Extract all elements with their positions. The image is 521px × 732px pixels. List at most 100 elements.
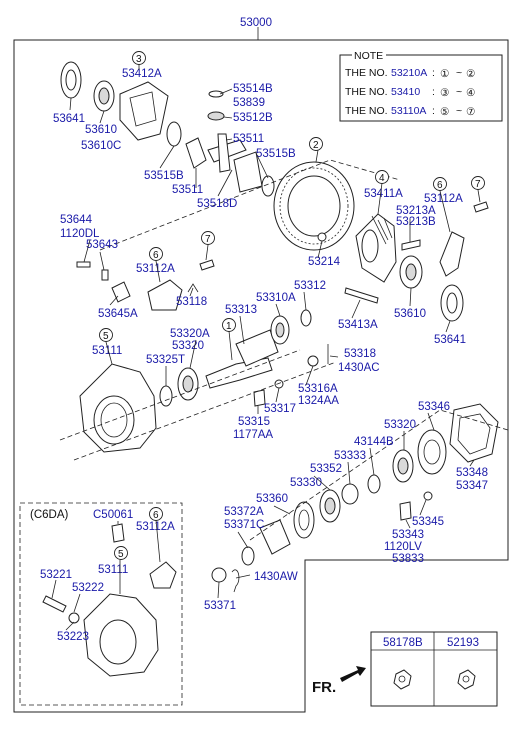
washer-53312 <box>300 309 312 327</box>
svg-text:THE NO.: THE NO. <box>345 86 388 98</box>
washer-53345 <box>423 491 433 501</box>
svg-text:7: 7 <box>475 179 481 190</box>
label-53511-a[interactable]: 53511 <box>233 133 264 145</box>
table-header-52193[interactable]: 52193 <box>447 637 479 649</box>
washer-53371c <box>241 546 255 566</box>
callout-4: 4 <box>375 170 389 184</box>
assembly-line-1 <box>59 349 337 461</box>
bearing-cap-right <box>439 231 465 277</box>
label-53512b[interactable]: 53512B <box>233 112 273 124</box>
svg-text:②: ② <box>466 68 476 80</box>
label-53372a[interactable]: 53372A <box>224 506 264 518</box>
bearing-53320 <box>177 367 199 401</box>
label-53320-b[interactable]: 53320 <box>384 419 416 431</box>
label-53518d[interactable]: 53518D <box>197 198 237 210</box>
callout-7-mid: 7 <box>201 231 215 245</box>
label-53641-a[interactable]: 53641 <box>53 113 85 125</box>
front-indicator: FR. <box>312 666 366 696</box>
label-53112a-c6da[interactable]: 53112A <box>136 521 175 533</box>
label-1120dl[interactable]: 1120DL <box>60 228 100 240</box>
label-53317[interactable]: 53317 <box>264 403 296 415</box>
label-53371[interactable]: 53371 <box>204 600 236 612</box>
label-53412a[interactable]: 53412A <box>122 68 162 80</box>
bolt-53213b <box>401 239 421 251</box>
svg-text:⑤: ⑤ <box>440 106 450 118</box>
label-53313[interactable]: 53313 <box>225 304 257 316</box>
label-53514b[interactable]: 53514B <box>233 83 273 95</box>
label-53315[interactable]: 53315 <box>238 416 270 428</box>
table-header-58178b[interactable]: 58178B <box>383 637 423 649</box>
note-row-3-number[interactable]: 53110A <box>391 105 426 117</box>
label-53310a[interactable]: 53310A <box>256 292 296 304</box>
label-53610-a[interactable]: 53610 <box>85 124 117 136</box>
label-53610c[interactable]: 53610C <box>81 140 121 152</box>
svg-text:~: ~ <box>456 67 462 79</box>
label-53325t[interactable]: 53325T <box>146 354 185 366</box>
label-53320a[interactable]: 53320A <box>170 328 210 340</box>
label-1430aw[interactable]: 1430AW <box>254 571 298 583</box>
label-1120lv[interactable]: 1120LV <box>384 541 422 553</box>
diff-gears <box>166 90 275 197</box>
clip-53118 <box>187 283 199 293</box>
label-53214[interactable]: 53214 <box>308 256 341 268</box>
label-53371c[interactable]: 53371C <box>224 519 264 531</box>
label-53112a-mid[interactable]: 53112A <box>136 263 175 275</box>
c6da-bolt-c50061 <box>111 523 125 543</box>
note-row-1-number[interactable]: 53210A <box>391 67 427 79</box>
label-53222[interactable]: 53222 <box>72 582 104 594</box>
label-53360[interactable]: 53360 <box>256 493 288 505</box>
label-53515b-a[interactable]: 53515B <box>256 148 296 160</box>
label-53641-b[interactable]: 53641 <box>434 334 466 346</box>
label-53223[interactable]: 53223 <box>57 631 89 643</box>
label-53411a[interactable]: 53411A <box>364 188 403 200</box>
svg-text:3: 3 <box>136 54 142 65</box>
label-1324aa[interactable]: 1324AA <box>298 395 339 407</box>
callout-6-c6da: 6 <box>149 507 163 521</box>
fr-label: FR. <box>312 679 336 696</box>
label-53111[interactable]: 53111 <box>92 345 122 357</box>
svg-text:①: ① <box>440 68 450 80</box>
washer-53352 <box>341 483 359 505</box>
label-53345[interactable]: 53345 <box>412 516 444 528</box>
label-53112a-right[interactable]: 53112A <box>424 193 463 205</box>
svg-text:5: 5 <box>103 331 109 342</box>
label-53118[interactable]: 53118 <box>176 296 207 308</box>
label-53213b[interactable]: 53213B <box>396 216 436 228</box>
label-53610-b[interactable]: 53610 <box>394 308 426 320</box>
label-c50061[interactable]: C50061 <box>93 509 133 521</box>
label-53348[interactable]: 53348 <box>456 467 488 479</box>
callout-6-right: 6 <box>433 177 447 191</box>
label-53511-b[interactable]: 53511 <box>172 184 203 196</box>
label-53833[interactable]: 53833 <box>392 553 424 565</box>
label-53346[interactable]: 53346 <box>418 401 450 413</box>
svg-text:⑦: ⑦ <box>466 106 476 118</box>
svg-text:④: ④ <box>466 87 476 99</box>
label-c6da: (C6DA) <box>30 509 69 521</box>
label-1430ac[interactable]: 1430AC <box>338 362 380 374</box>
label-53318[interactable]: 53318 <box>344 348 376 360</box>
label-43144b[interactable]: 43144B <box>354 436 394 448</box>
label-53213a[interactable]: 53213A <box>396 205 436 217</box>
label-53839[interactable]: 53839 <box>233 97 265 109</box>
note-row-2-number[interactable]: 53410 <box>391 86 420 98</box>
label-53352[interactable]: 53352 <box>310 463 342 475</box>
label-53333[interactable]: 53333 <box>334 450 366 462</box>
label-53343[interactable]: 53343 <box>392 529 424 541</box>
label-53316a[interactable]: 53316A <box>298 383 338 395</box>
label-53312[interactable]: 53312 <box>294 280 326 292</box>
front-arrow-icon <box>340 666 366 682</box>
label-53221[interactable]: 53221 <box>40 569 72 581</box>
label-53347[interactable]: 53347 <box>456 480 488 492</box>
assembly-line-2 <box>249 409 509 541</box>
label-1177aa[interactable]: 1177AA <box>233 429 273 441</box>
label-53643[interactable]: 53643 <box>86 239 118 251</box>
label-53515b-b[interactable]: 53515B <box>144 170 184 182</box>
label-53111-c6da[interactable]: 53111 <box>98 564 128 576</box>
label-53644[interactable]: 53644 <box>60 214 93 226</box>
label-53330[interactable]: 53330 <box>290 477 322 489</box>
label-53413a[interactable]: 53413A <box>338 319 378 331</box>
callout-6-mid: 6 <box>149 247 163 261</box>
label-53645a[interactable]: 53645A <box>98 308 138 320</box>
outer-bearing-race <box>60 61 82 99</box>
label-53320[interactable]: 53320 <box>172 340 204 352</box>
